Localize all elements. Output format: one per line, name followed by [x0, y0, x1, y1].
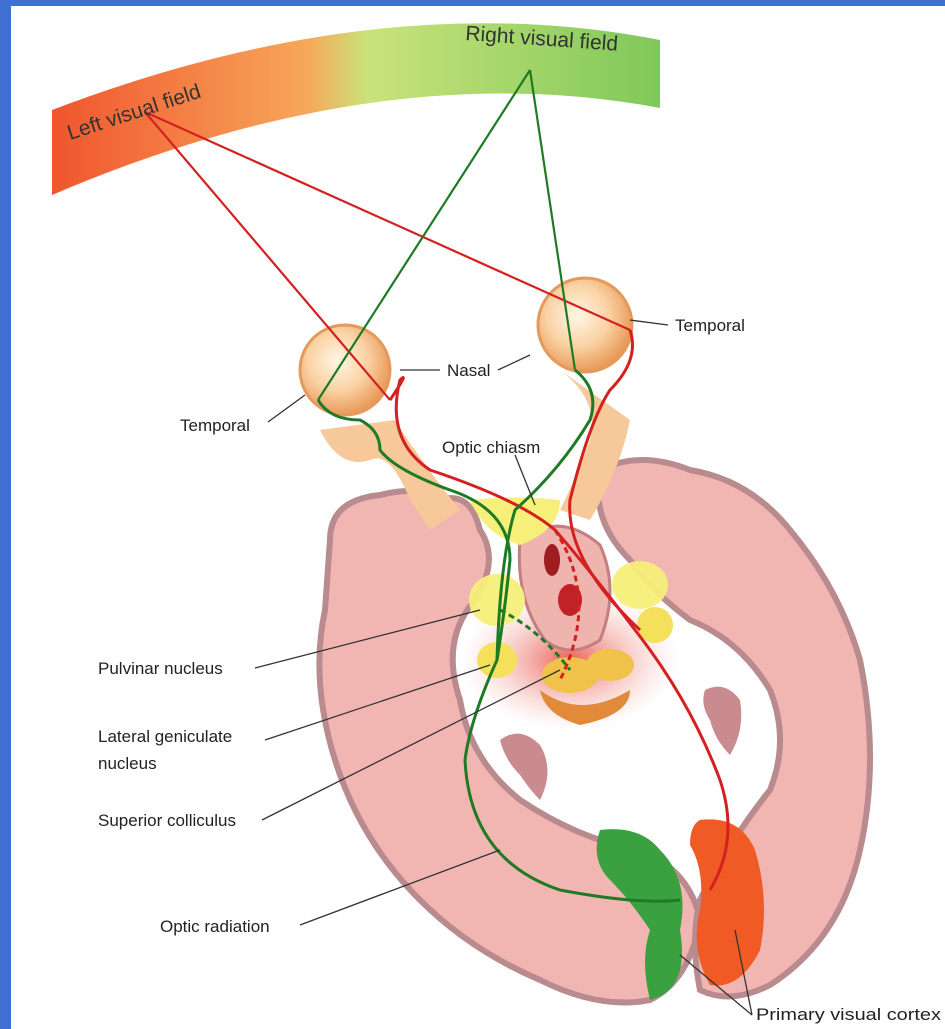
pulvinar-nucleus-label: Pulvinar nucleus [98, 659, 223, 678]
nasal-label: Nasal [447, 361, 490, 380]
lateral-geniculate-label-line2: nucleus [98, 754, 157, 773]
optic-radiation-label: Optic radiation [160, 917, 270, 936]
temporal-left-label: Temporal [180, 416, 250, 435]
lateral-geniculate-label-line1: Lateral geniculate [98, 727, 232, 746]
optic-chiasm-label: Optic chiasm [442, 438, 540, 457]
right-ventricle [703, 687, 741, 755]
temporal-right-label: Temporal [675, 316, 745, 335]
primary-visual-cortex-label: Primary visual cortex [756, 1005, 942, 1024]
superior-colliculus-label: Superior colliculus [98, 811, 236, 830]
